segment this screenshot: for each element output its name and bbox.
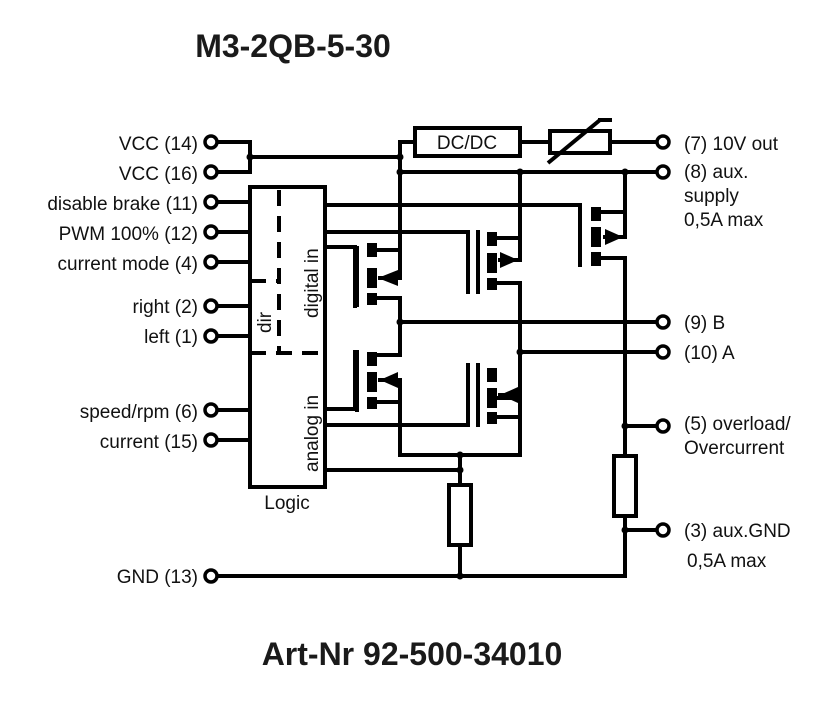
terminal-label-vcc16: VCC (16) — [119, 164, 198, 185]
terminal-label-overload: (5) overload/ — [684, 414, 791, 435]
terminal-label-a: (10) A — [684, 343, 735, 364]
terminal-label-right: right (2) — [133, 297, 198, 318]
dcdc-converter: DC/DC — [413, 126, 522, 158]
terminal-label-speed: speed/rpm (6) — [80, 402, 198, 423]
terminal-overload — [655, 418, 671, 434]
terminal-aux-gnd — [655, 522, 671, 538]
terminal-current — [203, 432, 219, 448]
mosfet-low-left — [355, 350, 398, 412]
terminal-aux-supply — [655, 164, 671, 180]
terminal-left — [203, 328, 219, 344]
terminal-label-gnd: GND (13) — [117, 567, 198, 588]
terminal-label-current-mode: current mode (4) — [58, 254, 198, 275]
terminal-label-aux-supply: (8) aux. — [684, 162, 748, 183]
terminal-label-aux-gnd-2: 0,5A max — [687, 551, 767, 572]
terminal-label-aux-supply-3: 0,5A max — [684, 210, 764, 231]
terminal-pwm — [203, 224, 219, 240]
terminal-a — [655, 344, 671, 360]
logic-label: Logic — [264, 493, 309, 514]
terminal-label-aux-supply-2: supply — [684, 186, 739, 207]
terminal-label-10v-out: (7) 10V out — [684, 134, 779, 155]
mosfet-aux — [591, 207, 623, 266]
terminals — [203, 134, 671, 584]
junction-dots — [246, 153, 629, 580]
terminal-label-current: current (15) — [100, 432, 198, 453]
terminal-gnd — [203, 568, 219, 584]
terminal-vcc16 — [203, 164, 219, 180]
terminal-right — [203, 298, 219, 314]
terminal-disable-brake — [203, 194, 219, 210]
mosfet-low-right — [476, 363, 518, 427]
mosfet-high-right — [476, 230, 518, 294]
terminal-label-disable-brake: disable brake (11) — [47, 194, 198, 215]
shunt-resistor — [447, 483, 473, 547]
terminal-label-b: (9) B — [684, 313, 725, 334]
terminal-label-pwm: PWM 100% (12) — [59, 224, 198, 245]
terminal-speed — [203, 402, 219, 418]
mosfet-high-left — [355, 243, 398, 307]
terminal-label-overcurrent: Overcurrent — [684, 438, 785, 459]
overload-resistor — [612, 454, 638, 518]
terminal-label-vcc14: VCC (14) — [119, 134, 198, 155]
ptc-resistor — [546, 118, 612, 165]
terminal-current-mode — [203, 254, 219, 270]
diagram-title: M3-2QB-5-30 — [195, 28, 391, 64]
terminal-10v-out — [655, 134, 671, 150]
terminal-label-left: left (1) — [144, 327, 198, 348]
article-number: Art-Nr 92-500-34010 — [262, 636, 563, 672]
terminal-vcc14 — [203, 134, 219, 150]
terminal-label-aux-gnd: (3) aux.GND — [684, 521, 791, 542]
dcdc-label: DC/DC — [437, 133, 497, 154]
analog-in-label: analog in — [302, 395, 323, 472]
digital-in-label: digital in — [302, 248, 323, 318]
terminal-b — [655, 314, 671, 330]
dir-label: dir — [255, 311, 276, 333]
logic-block: dir digital in analog in Logic — [248, 185, 327, 514]
